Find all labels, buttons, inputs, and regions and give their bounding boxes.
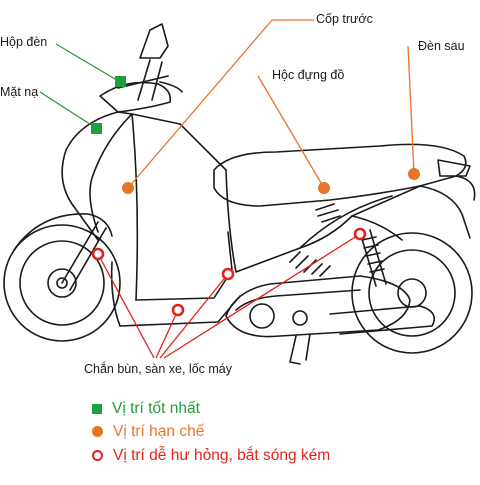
marker-weak-floor bbox=[171, 303, 185, 317]
red-ring-icon bbox=[92, 450, 103, 462]
leader-hoc-dung-do bbox=[257, 75, 325, 189]
label-hoc-dung-do: Hộc đựng đồ bbox=[272, 68, 345, 82]
legend-text-weak: Vị trí dễ hư hỏng, bắt sóng kém bbox=[113, 447, 331, 464]
orange-dot-icon bbox=[92, 426, 103, 438]
marker-limited-den-sau bbox=[408, 168, 420, 180]
marker-weak-fender bbox=[91, 247, 105, 261]
green-square-icon bbox=[92, 403, 102, 414]
marker-weak-frame bbox=[221, 267, 235, 281]
marker-best-mat-na bbox=[91, 123, 102, 134]
leader-hop-den bbox=[55, 43, 121, 83]
leader-chan-bun bbox=[97, 233, 361, 359]
legend-text-best: Vị trí tốt nhất bbox=[112, 400, 200, 417]
markers bbox=[91, 76, 420, 317]
leader-lines bbox=[39, 19, 415, 359]
front-tire bbox=[3, 224, 121, 342]
rear-tire bbox=[351, 232, 473, 354]
label-chan-bun: Chắn bùn, sàn xe, lốc máy bbox=[84, 362, 232, 376]
label-den-sau: Đèn sau bbox=[418, 39, 465, 53]
marker-limited-hoc-dung-do bbox=[318, 182, 330, 194]
legend-text-limited: Vị trí hạn chế bbox=[113, 423, 205, 440]
scooter-outline bbox=[3, 23, 476, 365]
legend-item-limited: Vị trí hạn chế bbox=[92, 424, 204, 440]
marker-best-hop-den bbox=[115, 76, 126, 87]
legend-item-weak: Vị trí dễ hư hỏng, bắt sóng kém bbox=[92, 448, 330, 464]
leader-den-sau bbox=[407, 45, 415, 175]
legend-item-best: Vị trí tốt nhất bbox=[92, 401, 200, 417]
leader-mat-na bbox=[39, 91, 97, 129]
label-mat-na: Mặt nạ bbox=[0, 85, 39, 99]
leader-cop-truoc bbox=[127, 19, 273, 189]
marker-weak-engine bbox=[353, 227, 367, 241]
label-hop-den: Hộp đèn bbox=[0, 35, 48, 49]
label-cop-truoc: Cốp trước bbox=[316, 12, 373, 26]
marker-limited-cop-truoc bbox=[122, 182, 134, 194]
